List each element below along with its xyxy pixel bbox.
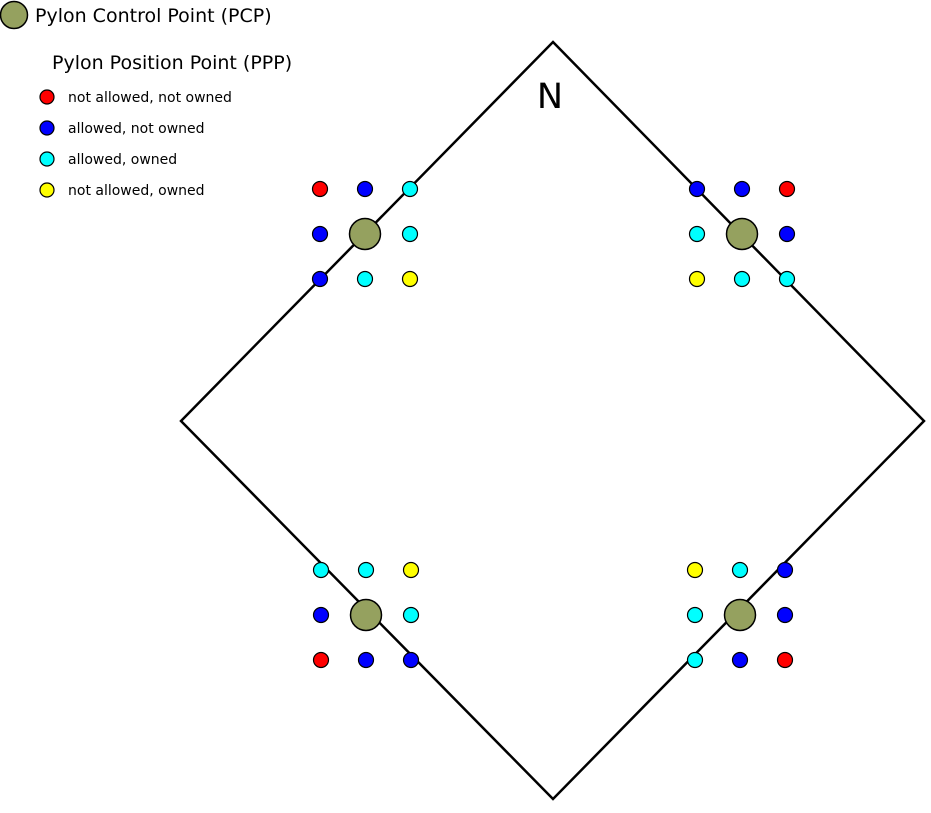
pcp-marker (348, 217, 382, 251)
ppp-marker-not-allowed-owned (401, 270, 419, 288)
ppp-marker-allowed-owned (686, 606, 704, 624)
ppp-marker-allowed-owned (686, 651, 704, 669)
legend: Pylon Control Point (PCP) Pylon Position… (0, 0, 292, 199)
course-layer (179, 40, 926, 801)
legend-item-label: allowed, not owned (68, 121, 205, 137)
legend-pcp-label: Pylon Control Point (PCP) (35, 5, 272, 27)
ppp-marker-allowed-not-owned (778, 225, 796, 243)
ppp-marker-allowed-owned (688, 225, 706, 243)
ppp-marker-allowed-not-owned (311, 225, 329, 243)
legend-dot-yellow-icon (39, 182, 55, 198)
legend-item-label: not allowed, not owned (68, 90, 232, 106)
ppp-marker-allowed-not-owned (357, 651, 375, 669)
ppp-marker-not-allowed-not-owned (312, 651, 330, 669)
ppp-marker-allowed-not-owned (776, 606, 794, 624)
ppp-marker-allowed-not-owned (312, 606, 330, 624)
pylon-cluster-northwest (311, 180, 419, 288)
ppp-marker-allowed-not-owned (688, 180, 706, 198)
ppp-marker-allowed-not-owned (356, 180, 374, 198)
ppp-marker-not-allowed-not-owned (778, 180, 796, 198)
legend-dot-red-icon (39, 89, 55, 105)
legend-dot-blue-icon (39, 120, 55, 136)
pcp-marker (725, 217, 759, 251)
cluster-layer (311, 180, 796, 669)
pcp-marker (723, 598, 757, 632)
ppp-marker-allowed-not-owned (731, 651, 749, 669)
legend-item-not-allowed-owned: not allowed, owned (39, 182, 205, 199)
north-label: N (537, 77, 563, 117)
pylon-cluster-southwest (312, 561, 420, 669)
ppp-marker-allowed-owned (356, 270, 374, 288)
ppp-marker-not-allowed-not-owned (776, 651, 794, 669)
ppp-marker-allowed-not-owned (311, 270, 329, 288)
pcp-marker (349, 598, 383, 632)
legend-item-not-allowed-not-owned: not allowed, not owned (39, 89, 232, 106)
legend-item-label: not allowed, owned (68, 183, 205, 199)
ppp-marker-allowed-not-owned (776, 561, 794, 579)
ppp-marker-allowed-owned (402, 606, 420, 624)
legend-dot-cyan-icon (39, 151, 55, 167)
ppp-marker-not-allowed-owned (402, 561, 420, 579)
pylon-cluster-northeast (688, 180, 796, 288)
course-boundary (179, 40, 926, 801)
ppp-marker-allowed-owned (312, 561, 330, 579)
ppp-marker-not-allowed-owned (688, 270, 706, 288)
ppp-marker-allowed-owned (733, 270, 751, 288)
legend-item-allowed-not-owned: allowed, not owned (39, 120, 205, 137)
ppp-marker-not-allowed-owned (686, 561, 704, 579)
ppp-marker-allowed-owned (401, 225, 419, 243)
ppp-marker-allowed-owned (778, 270, 796, 288)
ppp-marker-allowed-not-owned (402, 651, 420, 669)
legend-ppp-title: Pylon Position Point (PPP) (52, 52, 292, 74)
ppp-marker-not-allowed-not-owned (311, 180, 329, 198)
ppp-marker-allowed-not-owned (733, 180, 751, 198)
ppp-marker-allowed-owned (731, 561, 749, 579)
ppp-marker-allowed-owned (401, 180, 419, 198)
legend-item-allowed-owned: allowed, owned (39, 151, 177, 168)
ppp-marker-allowed-owned (357, 561, 375, 579)
legend-pcp-swatch (0, 0, 29, 30)
pylon-cluster-southeast (686, 561, 794, 669)
legend-item-label: allowed, owned (68, 152, 177, 168)
